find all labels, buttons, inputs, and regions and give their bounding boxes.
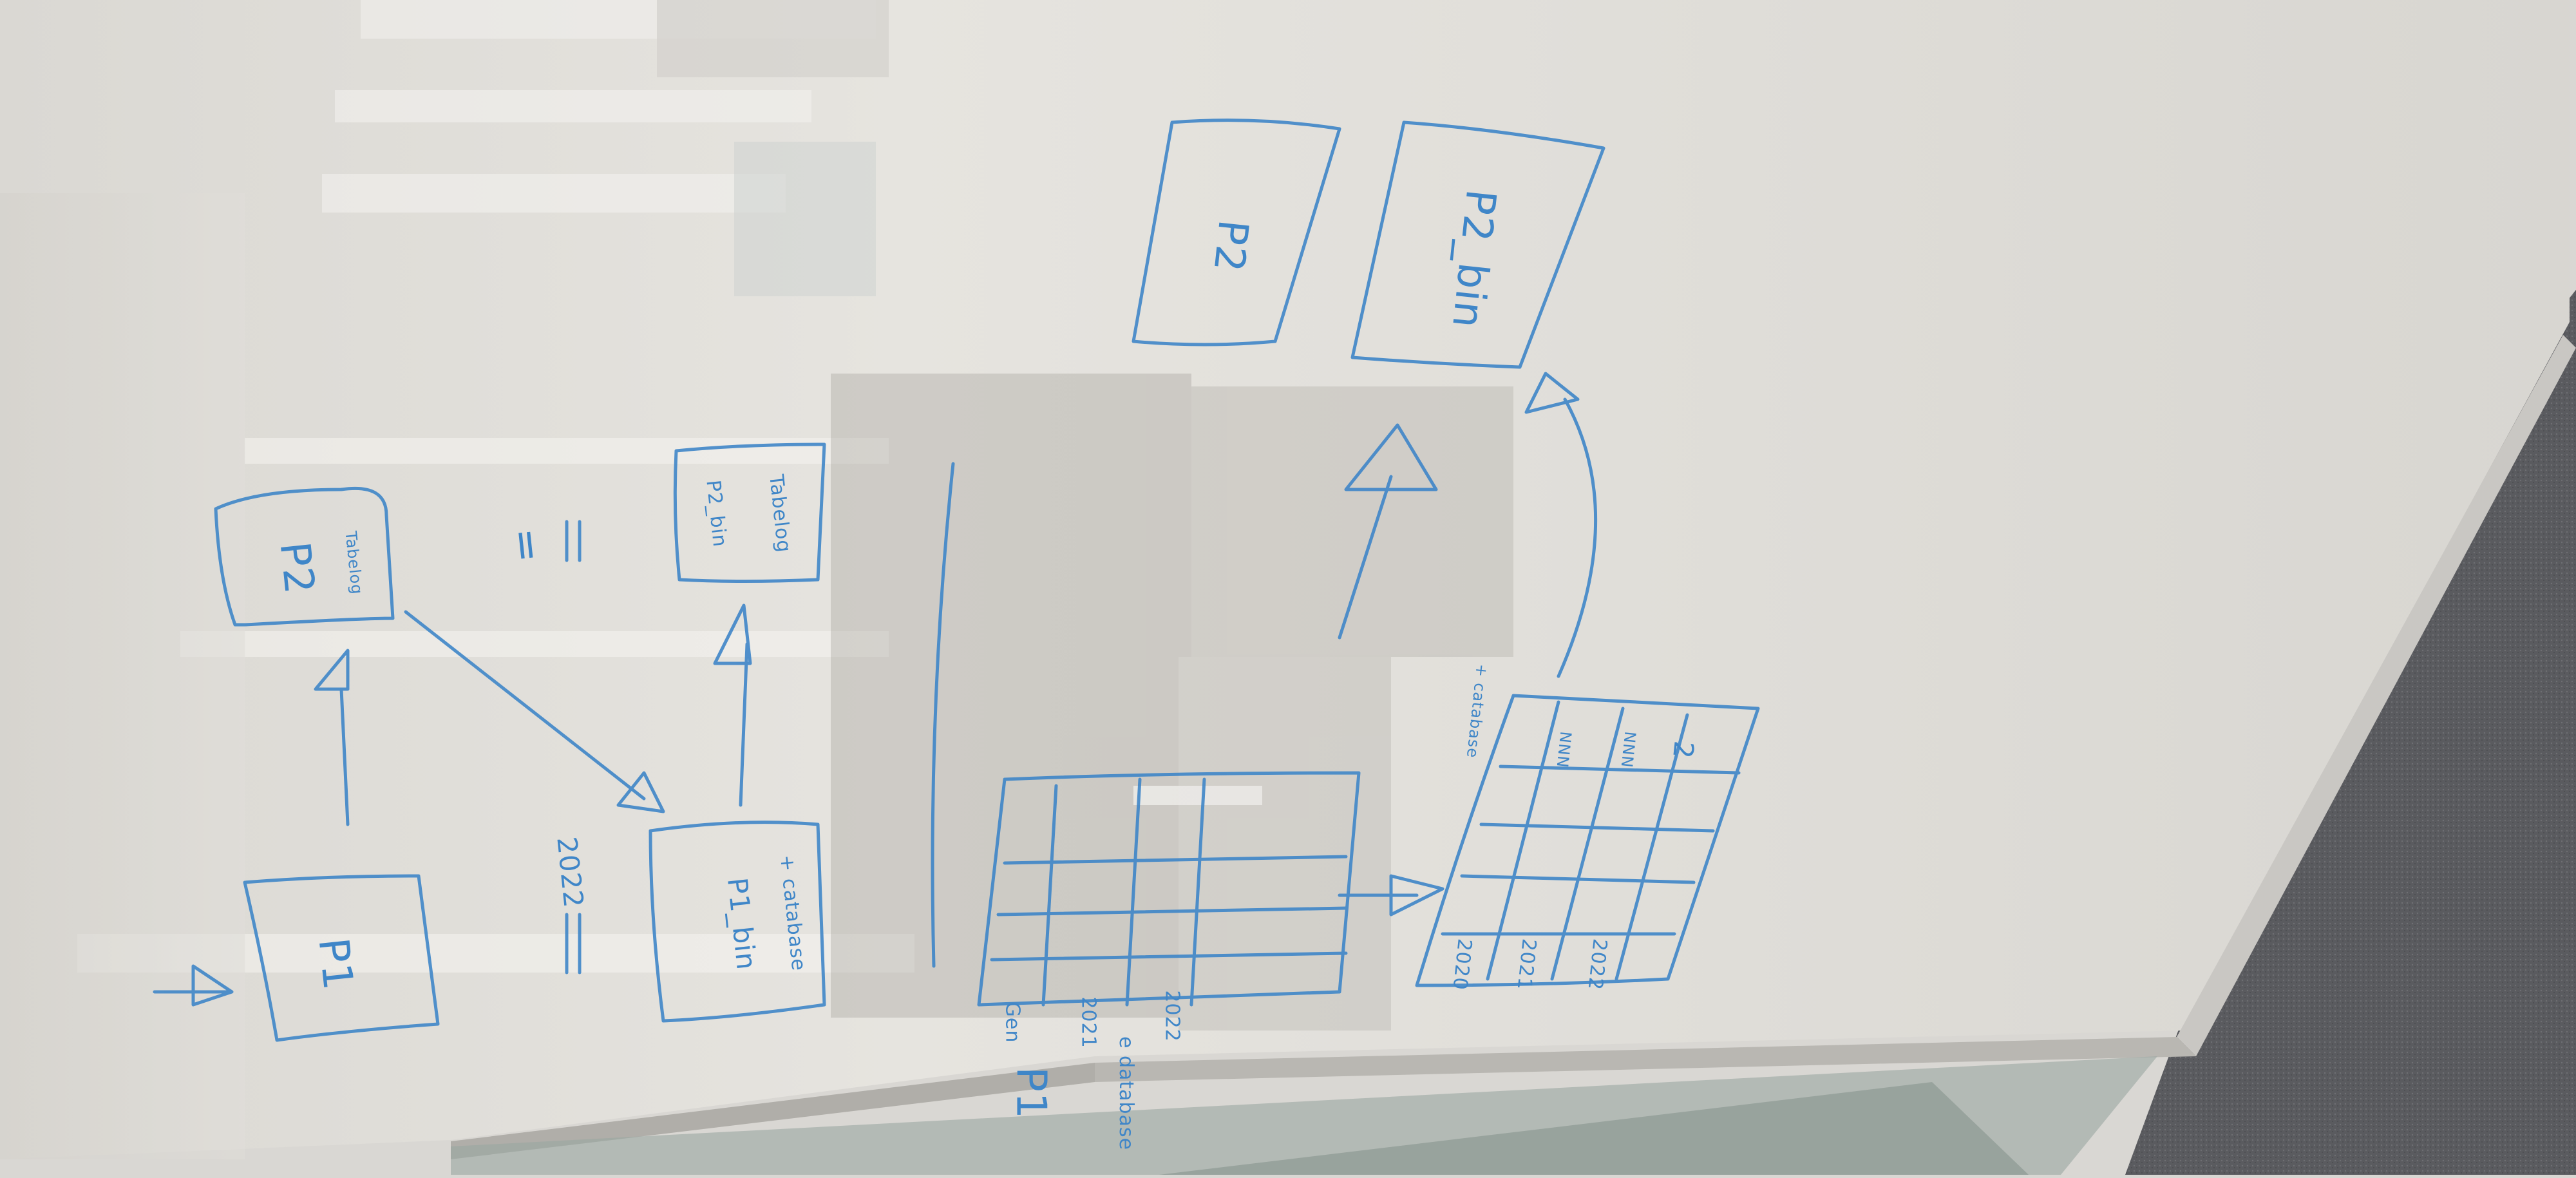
right-sketch-strokes [931,119,1760,1007]
room-reflection [831,374,1513,1031]
box-p1-bin [649,821,826,1023]
box-p2-bin [1350,120,1605,369]
board-frame-bottom [1095,1037,2196,1082]
arrow-table-to-p2-head [1344,423,1438,491]
table-left-columns [1041,777,1206,1007]
table-left-row-1: 2021 [1077,996,1100,1049]
board-frame-bottom-left [451,1063,1095,1159]
arrow-between-tables-head [1389,874,1444,917]
table-right-outline [1415,694,1760,987]
arrow-p1-to-p2-head [314,649,350,691]
board-ink-color: #3f86c8 [6,6,7,7]
table-left-side-label: P1 [1007,1067,1055,1119]
arrow-p1bin-to-p2bin-head [713,603,752,665]
board-frame-edge [2177,335,2576,1056]
table-left-outline [977,771,1361,1007]
label-right-p2: P2 [1204,217,1257,275]
equals-stroke [565,520,582,562]
table-left-row-0: Gen [1001,1002,1024,1043]
box-p2-bin-tabelog [673,442,826,583]
box-p2 [1132,119,1341,347]
table-right-rows [1441,765,1741,936]
arrow-p2-to-p1bin-shaft [404,610,646,801]
vertical-stroke [931,462,955,968]
table-left-side-label-2: e database [1115,1036,1138,1151]
left-sketch-strokes [153,442,826,1042]
arrow-left-into-p1 [153,964,234,1007]
table-right-cell-2: 2 [1667,739,1700,761]
box-p2-tabelog [214,486,395,627]
table-right-cell-0: NNN [1553,730,1575,769]
arrow-p1-to-p2-shaft [339,687,350,826]
arrow-table-to-p2bin [1557,397,1598,678]
box-p1 [243,874,440,1042]
glass-reflection [1159,1082,2029,1175]
arrow-table-to-p2bin-head [1524,372,1580,414]
label-equals: = [500,525,552,566]
label-p1: P1 [308,935,362,993]
table-left-row-2: 2022 [1160,990,1184,1042]
arrow-p2-to-p1bin-head [616,771,665,813]
window-reflections [0,0,914,1159]
table-right-cell-1: NNN [1617,730,1640,769]
table-left-rows [990,855,1348,962]
arrow-p1bin-to-p2bin-shaft [739,642,749,807]
arrow-table-to-p2 [1338,475,1393,640]
label-p2: P2 [270,539,323,597]
equals-stroke-2 [565,913,582,974]
